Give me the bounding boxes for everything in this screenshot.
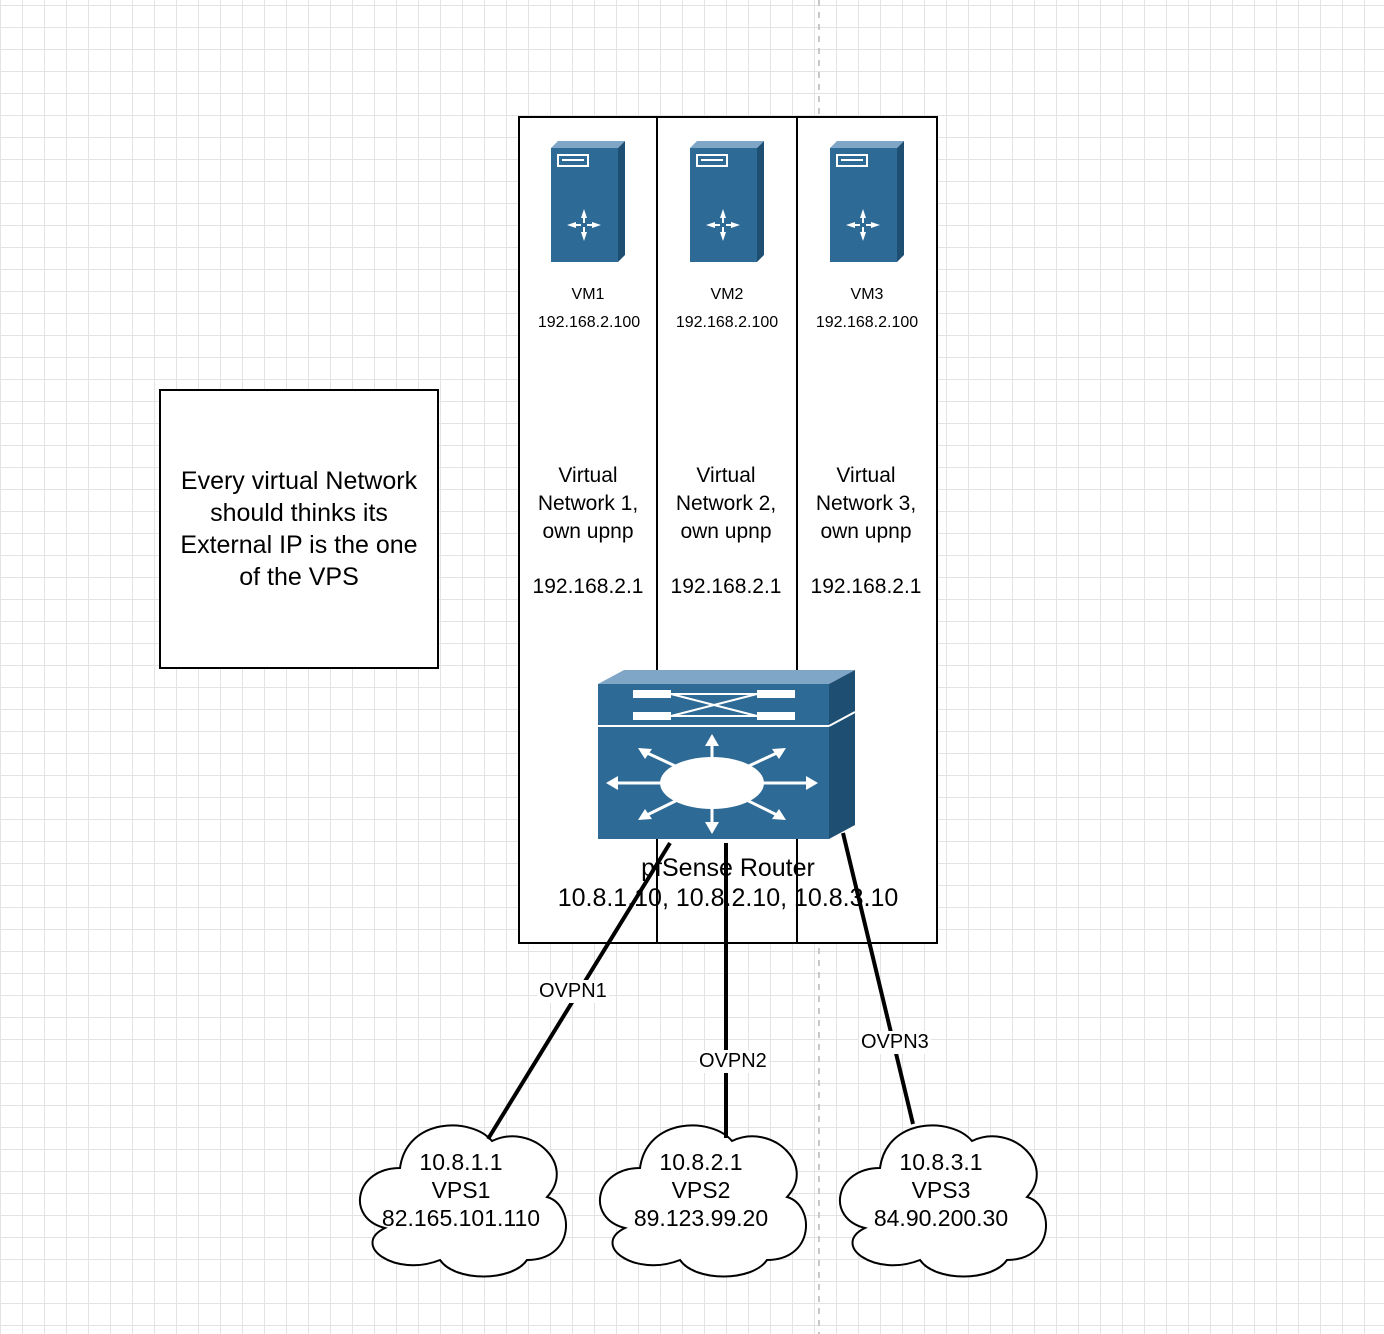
vps2-name: VPS2 bbox=[671, 1177, 731, 1203]
vps3-cloud[interactable] bbox=[838, 1124, 1047, 1278]
vps3-tunnel-ip: 10.8.3.1 bbox=[899, 1149, 983, 1175]
vps3-public-ip: 84.90.200.30 bbox=[873, 1205, 1009, 1231]
router-name: pfSense Router bbox=[641, 854, 815, 882]
ovpn2-label: OVPN2 bbox=[697, 1050, 769, 1073]
vps1-public-ip: 82.165.101.110 bbox=[381, 1205, 541, 1231]
vm2-name: VM2 bbox=[710, 286, 744, 303]
vm1-server-icon[interactable] bbox=[550, 140, 626, 263]
vm3-server-icon[interactable] bbox=[829, 140, 905, 263]
ovpn3-link[interactable] bbox=[841, 832, 915, 1125]
vm2-server-icon[interactable] bbox=[689, 140, 765, 263]
virtual-network-3-label: Virtual Network 3, own upnp bbox=[815, 464, 917, 543]
note-line: Every virtual Network bbox=[180, 467, 418, 495]
vm1-ip: 192.168.2.100 bbox=[537, 314, 641, 331]
vnet3-gateway-ip: 192.168.2.1 bbox=[810, 575, 922, 598]
virtual-network-1-label: Virtual Network 1, own upnp bbox=[537, 464, 639, 543]
vps1-name: VPS1 bbox=[431, 1177, 491, 1203]
vm1-name: VM1 bbox=[571, 286, 605, 303]
explanation-note: Every virtual Network should thinks its … bbox=[159, 389, 439, 669]
note-line: of the VPS bbox=[239, 563, 359, 591]
router-switch-icon[interactable] bbox=[598, 670, 856, 839]
vps1-cloud[interactable] bbox=[358, 1124, 567, 1278]
note-line: should thinks its bbox=[210, 499, 388, 527]
ovpn1-label: OVPN1 bbox=[537, 980, 609, 1003]
vps3-name: VPS3 bbox=[911, 1177, 971, 1203]
vps2-tunnel-ip: 10.8.2.1 bbox=[659, 1149, 743, 1175]
note-line: External IP is the one bbox=[180, 531, 418, 559]
vm3-ip: 192.168.2.100 bbox=[815, 314, 919, 331]
vps1-tunnel-ip: 10.8.1.1 bbox=[419, 1149, 503, 1175]
vps2-public-ip: 89.123.99.20 bbox=[633, 1205, 769, 1231]
vm2-ip: 192.168.2.100 bbox=[675, 314, 779, 331]
vm3-name: VM3 bbox=[850, 286, 884, 303]
vps2-label: 10.8.2.1 VPS2 89.123.99.20 bbox=[591, 1148, 811, 1232]
virtual-network-2-label: Virtual Network 2, own upnp bbox=[675, 464, 777, 543]
vps2-cloud[interactable] bbox=[598, 1124, 807, 1278]
vnet2-gateway-ip: 192.168.2.1 bbox=[670, 575, 782, 598]
ovpn3-label: OVPN3 bbox=[859, 1031, 931, 1054]
router-ips: 10.8.1.10, 10.8.2.10, 10.8.3.10 bbox=[557, 884, 899, 912]
vnet1-gateway-ip: 192.168.2.1 bbox=[532, 575, 644, 598]
vps3-label: 10.8.3.1 VPS3 84.90.200.30 bbox=[831, 1148, 1051, 1232]
vps1-label: 10.8.1.1 VPS1 82.165.101.110 bbox=[351, 1148, 571, 1232]
